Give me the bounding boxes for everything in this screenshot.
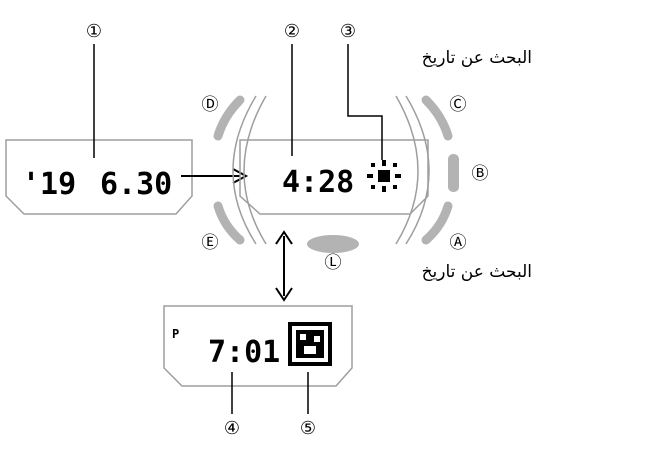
callout-2: ② — [284, 21, 300, 42]
callout-1: ① — [86, 21, 102, 42]
sun-icon — [367, 160, 401, 192]
button-l-label: Ⓛ — [325, 253, 342, 273]
bottom-time-readout: 7:01 — [208, 335, 280, 370]
button-a-shape[interactable] — [421, 201, 453, 245]
year-readout: '19 — [22, 167, 76, 202]
date-readout: 6.30 — [100, 167, 172, 202]
button-a-label: Ⓐ — [450, 233, 467, 253]
button-c-shape[interactable] — [421, 95, 453, 141]
left-display: '19 6.30 — [5, 139, 193, 215]
button-e-label: Ⓔ — [202, 233, 219, 253]
bottom-display: P 7:01 — [163, 305, 353, 387]
callout-3: ③ — [340, 21, 356, 42]
callout-5: ⑤ — [300, 418, 316, 439]
button-d-shape[interactable] — [213, 95, 245, 141]
date-search-label-top: البحث عن تاريخ — [421, 48, 532, 68]
callout-4: ④ — [224, 418, 240, 439]
moon-phase-icon — [288, 322, 332, 366]
vertical-double-arrow — [275, 230, 293, 302]
center-display: 4:28 — [239, 139, 429, 215]
right-arrow — [181, 168, 249, 184]
center-time-readout: 4:28 — [282, 165, 354, 200]
button-e-shape[interactable] — [213, 201, 245, 245]
pm-indicator: P — [172, 327, 179, 341]
button-b-label: Ⓑ — [472, 164, 489, 184]
side-buttons — [213, 95, 459, 253]
button-c-label: Ⓒ — [450, 95, 467, 115]
button-d-label: Ⓓ — [202, 95, 219, 115]
button-l-shape[interactable] — [307, 235, 359, 253]
leader-lines — [93, 44, 383, 414]
button-b-shape[interactable] — [448, 154, 459, 192]
date-search-label-bottom: البحث عن تاريخ — [421, 262, 532, 282]
watch-case-outline — [232, 95, 430, 245]
